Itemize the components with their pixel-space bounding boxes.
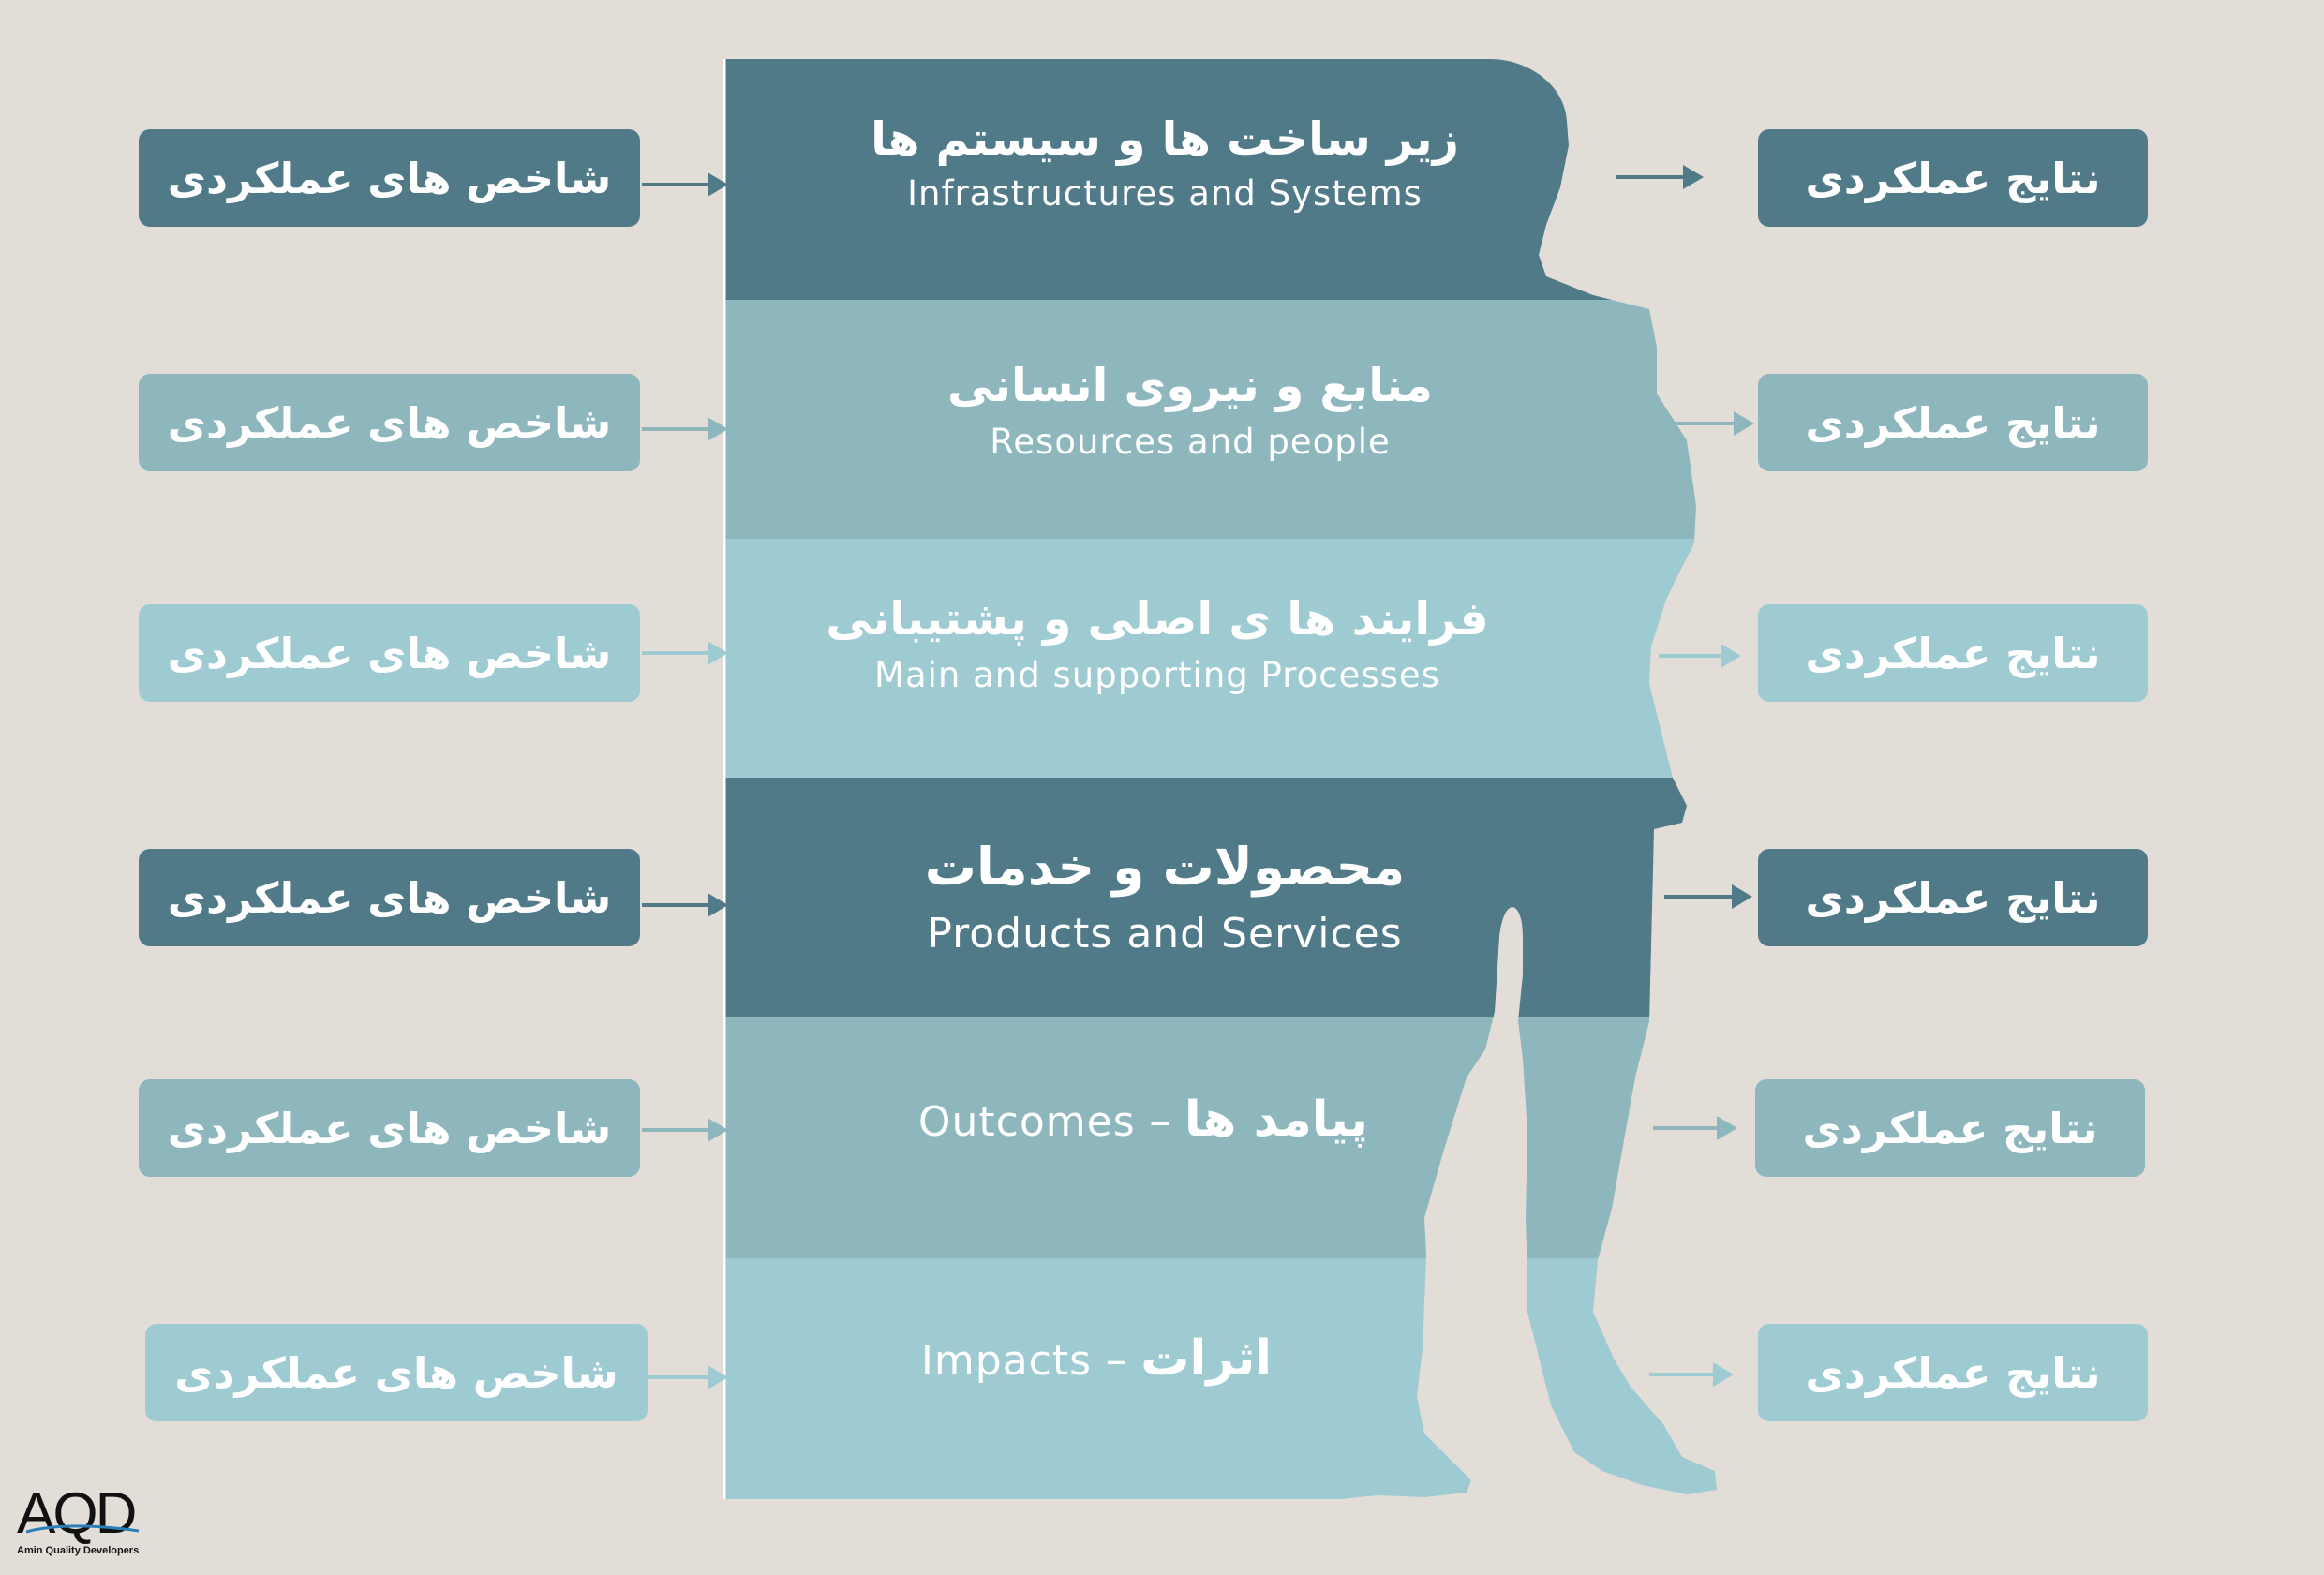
band-4-fa: محصولات و خدمات bbox=[924, 837, 1406, 897]
band-impacts: Impacts – اثرات bbox=[656, 1330, 1537, 1387]
band-products: محصولات و خدمات Products and Services bbox=[724, 837, 1605, 958]
band-2-en: Resources and people bbox=[990, 422, 1391, 462]
left-arrow-5 bbox=[642, 1118, 728, 1142]
left-arrow-2 bbox=[642, 417, 728, 441]
logo-mark: AQD bbox=[17, 1481, 137, 1546]
band-3-fa: فرایند ها ی اصلی و پشتیبانی bbox=[826, 592, 1489, 646]
right-arrow-4 bbox=[1664, 884, 1752, 909]
left-arrow-6 bbox=[648, 1365, 728, 1389]
band-outcomes: Outcomes – پیامد ها bbox=[703, 1092, 1584, 1148]
logo-subtitle: Amin Quality Developers bbox=[17, 1545, 140, 1556]
band-1-fa: زیر ساخت ها و سیستم ها bbox=[871, 112, 1459, 166]
indicator-box-3: شاخص های عملکردی bbox=[139, 604, 640, 702]
result-box-3: نتایج عملکردی bbox=[1758, 604, 2148, 702]
left-arrow-3 bbox=[642, 641, 728, 665]
indicator-box-5: شاخص های عملکردی bbox=[139, 1079, 640, 1177]
aqd-logo: AQD Amin Quality Developers bbox=[17, 1481, 157, 1557]
band-5-dash: – bbox=[1149, 1095, 1171, 1146]
band-3-en: Main and supporting Processes bbox=[874, 655, 1440, 695]
right-arrow-6 bbox=[1649, 1362, 1734, 1387]
indicator-box-1: شاخص های عملکردی bbox=[139, 129, 640, 227]
indicator-box-2: شاخص های عملکردی bbox=[139, 374, 640, 471]
right-arrow-1 bbox=[1616, 165, 1704, 189]
band-processes: فرایند ها ی اصلی و پشتیبانی Main and sup… bbox=[717, 592, 1598, 695]
band-infrastructures: زیر ساخت ها و سیستم ها Infrastructures a… bbox=[724, 112, 1605, 214]
indicator-box-6: شاخص های عملکردی bbox=[145, 1324, 648, 1421]
right-arrow-5 bbox=[1653, 1116, 1737, 1140]
left-arrow-4 bbox=[642, 893, 728, 917]
result-box-5: نتایج عملکردی bbox=[1755, 1079, 2145, 1177]
band-6-dash: – bbox=[1105, 1334, 1127, 1385]
band-5-fa: پیامد ها bbox=[1184, 1092, 1369, 1148]
right-arrow-2 bbox=[1668, 411, 1754, 436]
band-bg-2 bbox=[724, 300, 1717, 539]
band-5-en: Outcomes bbox=[917, 1098, 1136, 1146]
result-box-6: نتایج عملکردی bbox=[1758, 1324, 2148, 1421]
band-resources: منابع و نیروی انسانی Resources and peopl… bbox=[750, 359, 1631, 462]
indicator-box-4: شاخص های عملکردی bbox=[139, 849, 640, 946]
band-1-en: Infrastructures and Systems bbox=[907, 173, 1423, 214]
band-6-fa: اثرات bbox=[1140, 1330, 1273, 1387]
result-box-4: نتایج عملکردی bbox=[1758, 849, 2148, 946]
band-6-en: Impacts bbox=[920, 1337, 1093, 1385]
band-bg-3 bbox=[724, 539, 1717, 778]
right-arrow-3 bbox=[1659, 644, 1741, 668]
result-box-2: نتایج عملکردی bbox=[1758, 374, 2148, 471]
band-bg-5 bbox=[724, 1017, 1717, 1258]
left-arrow-1 bbox=[642, 172, 728, 197]
result-box-1: نتایج عملکردی bbox=[1758, 129, 2148, 227]
band-4-en: Products and Services bbox=[927, 910, 1403, 958]
band-2-fa: منابع و نیروی انسانی bbox=[947, 359, 1433, 412]
band-bg-4 bbox=[724, 778, 1717, 1017]
logo-swoosh-icon bbox=[26, 1524, 140, 1534]
